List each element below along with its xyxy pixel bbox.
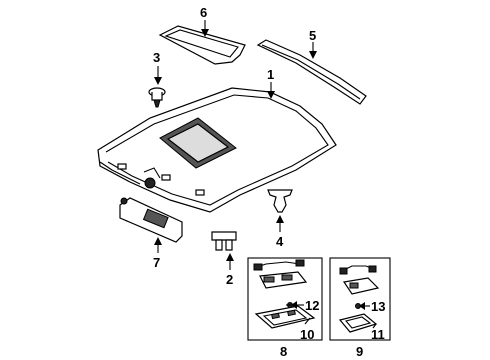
- part-6-panel: [158, 25, 246, 65]
- callout-labels: 6 5 3 1 4 7 2 12 10 8 13 11 9: [153, 5, 385, 359]
- callout-9: 9: [356, 344, 363, 359]
- part-1-headliner: [97, 87, 337, 213]
- callout-2: 2: [226, 272, 233, 287]
- callout-8: 8: [280, 344, 287, 359]
- part-3-clip: [148, 87, 166, 108]
- callout-6: 6: [200, 5, 207, 20]
- leader-lines: [154, 20, 377, 329]
- part-5-trim-strip: [256, 39, 367, 105]
- callout-10: 10: [300, 327, 314, 342]
- part-4-clip: [267, 189, 293, 213]
- part-2-visor-holder: [211, 231, 237, 251]
- callout-13: 13: [371, 299, 385, 314]
- callout-7: 7: [153, 255, 160, 270]
- callout-11: 11: [371, 327, 385, 342]
- callout-5: 5: [309, 28, 316, 43]
- part-8-group: [247, 257, 323, 341]
- callout-4: 4: [276, 234, 284, 249]
- callout-1: 1: [267, 67, 274, 82]
- callout-12: 12: [305, 298, 319, 313]
- part-7-sun-visor: [119, 197, 183, 243]
- callout-3: 3: [153, 50, 160, 65]
